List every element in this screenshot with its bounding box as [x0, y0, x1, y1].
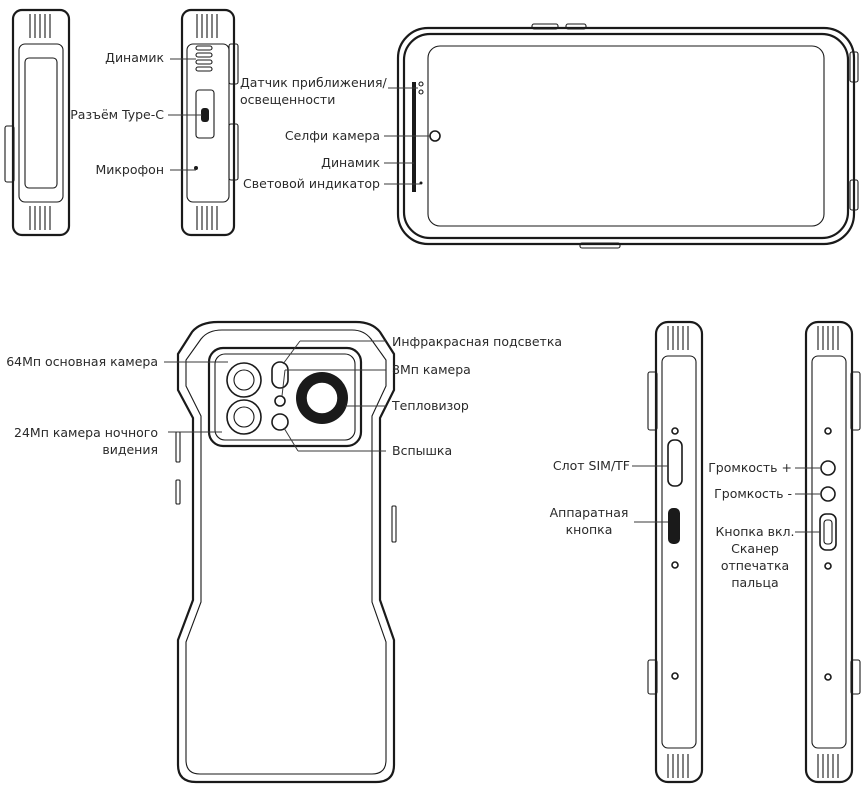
label-volume-up: Громкость +	[708, 460, 792, 475]
volume-up-button	[820, 460, 836, 476]
proximity-sensor	[418, 81, 424, 87]
power-button	[819, 513, 837, 551]
phone-front-view	[396, 23, 859, 249]
label-thermal-camera: Тепловизор	[392, 398, 469, 413]
sim-slot	[667, 439, 683, 487]
label-ir-illuminator: Инфракрасная подсветка	[392, 334, 563, 349]
label-microphone: Микрофон	[95, 162, 164, 177]
led-indicator	[419, 181, 423, 185]
callout-lines	[164, 58, 820, 533]
camera-8mp-lens	[274, 395, 286, 407]
flash	[271, 413, 289, 431]
hardware-button	[668, 508, 680, 544]
phone-edge-view-left	[4, 8, 71, 237]
night-vision-lens	[226, 399, 262, 435]
label-night-camera: 24Мп камера ночного видения	[14, 425, 158, 457]
ir-illuminator	[271, 361, 289, 389]
selfie-camera	[429, 130, 441, 142]
type-c-port	[195, 89, 215, 139]
camera-module	[207, 346, 363, 448]
label-sim-slot: Слот SIM/TF	[552, 458, 630, 473]
volume-down-button	[820, 486, 836, 502]
label-led-indicator: Световой индикатор	[243, 176, 380, 191]
label-selfie-camera: Селфи камера	[284, 128, 380, 143]
phone-side-view-buttons	[804, 320, 861, 784]
phone-edge-view-ports	[180, 8, 239, 237]
label-flash: Вспышка	[392, 443, 453, 458]
label-speaker-front: Динамик	[321, 155, 380, 170]
label-volume-down: Громкость -	[714, 486, 792, 501]
phone-back-view	[175, 320, 397, 784]
label-speaker-top: Динамик	[105, 50, 164, 65]
phone-side-view-sim	[647, 320, 704, 784]
speaker-grille-top	[195, 45, 213, 72]
label-type-c: Разъём Type-C	[70, 107, 164, 122]
label-camera-8mp: 8Мп камера	[392, 362, 471, 377]
microphone-hole	[194, 166, 198, 170]
label-proximity-sensor: Датчик приближения/ освещенности	[240, 75, 387, 107]
label-hardware-button: Аппаратная кнопка	[549, 505, 629, 537]
label-main-camera: 64Мп основная камера	[6, 354, 158, 369]
label-power-button: Кнопка вкл. Сканер отпечатка пальца	[715, 524, 795, 590]
main-camera-lens	[226, 362, 262, 398]
